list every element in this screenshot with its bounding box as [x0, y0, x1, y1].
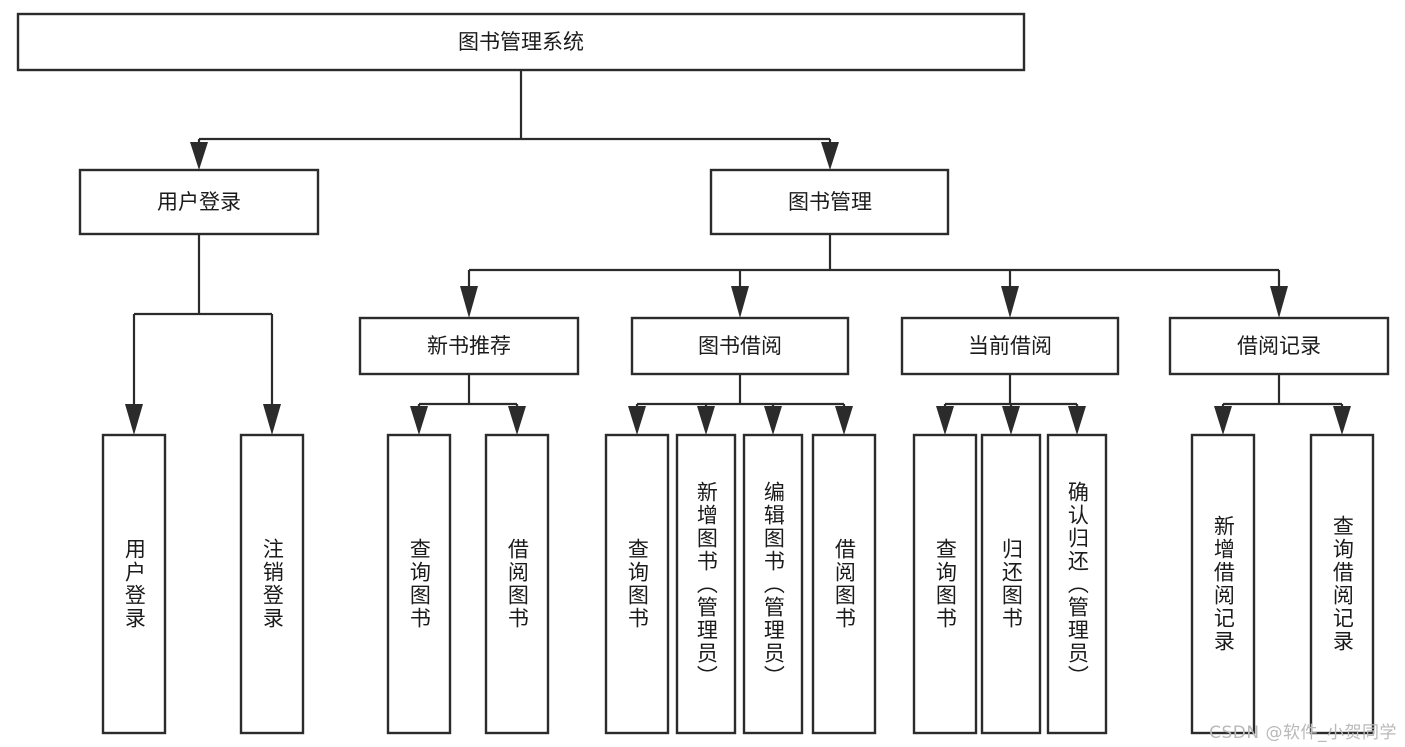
arrow-head-leaf-query-book-current [936, 406, 954, 435]
connector-group-book-management [460, 234, 1288, 318]
arrow-head-book-borrow [731, 286, 749, 318]
node-box-leaf-query-book-borrow[interactable] [604, 433, 670, 735]
node-box-leaf-add-book-admin[interactable] [675, 433, 737, 735]
node-label-new-book-recommend: 新书推荐 [427, 334, 511, 358]
arrow-head-leaf-borrow-book-recommend [508, 406, 526, 435]
node-label-book-management: 图书管理 [788, 190, 872, 214]
connector-group-user-login [125, 234, 281, 435]
node-box-leaf-borrow-book[interactable] [811, 433, 877, 735]
node-box-book-borrow[interactable] [630, 316, 850, 376]
node-label-current-borrow: 当前借阅 [968, 334, 1052, 358]
node-box-leaf-query-borrow-record[interactable] [1309, 433, 1375, 735]
arrow-head-borrow-records [1270, 286, 1288, 318]
node-box-book-management[interactable] [709, 168, 950, 236]
node-label-book-borrow: 图书借阅 [698, 334, 782, 358]
node-box-leaf-user-login[interactable] [101, 433, 167, 735]
node-box-leaf-return-book[interactable] [980, 433, 1042, 735]
node-box-current-borrow[interactable] [900, 316, 1120, 376]
node-label-root: 图书管理系统 [458, 30, 584, 54]
arrow-head-leaf-confirm-return-admin [1068, 406, 1086, 435]
node-box-leaf-borrow-book-recommend[interactable] [484, 433, 550, 735]
node-label-borrow-records: 借阅记录 [1237, 334, 1321, 358]
arrow-head-leaf-edit-book-admin [764, 406, 782, 435]
node-box-leaf-edit-book-admin[interactable] [742, 433, 804, 735]
node-box-user-login[interactable] [78, 168, 320, 236]
arrow-head-leaf-return-book [1002, 406, 1020, 435]
csdn-watermark: CSDN @软件_小贺同学 [1209, 723, 1397, 743]
node-box-new-book-recommend[interactable] [358, 316, 580, 376]
arrow-head-leaf-query-borrow-record [1333, 406, 1351, 435]
connector-group-borrow-records [1214, 374, 1351, 435]
node-box-borrow-records[interactable] [1168, 316, 1390, 376]
arrow-head-book-management [821, 142, 839, 170]
node-box-leaf-add-borrow-record[interactable] [1190, 433, 1256, 735]
node-box-leaf-query-book-current[interactable] [912, 433, 978, 735]
arrow-head-leaf-query-book-recommend [410, 406, 428, 435]
node-box-leaf-confirm-return-admin[interactable] [1046, 433, 1108, 735]
arrow-head-new-book-recommend [460, 286, 478, 318]
connector-group-new-book-recommend [410, 374, 526, 435]
node-box-root[interactable] [16, 12, 1026, 72]
arrow-head-leaf-logout-login [263, 404, 281, 435]
connector-group-current-borrow [936, 374, 1086, 435]
arrow-head-current-borrow [1001, 286, 1019, 318]
arrow-head-leaf-add-book-admin [697, 406, 715, 435]
connector-group-book-borrow [628, 374, 853, 435]
arrow-head-leaf-query-book-borrow [628, 406, 646, 435]
arrow-head-leaf-borrow-book [835, 406, 853, 435]
connector-group-root [190, 70, 839, 170]
node-box-leaf-query-book-recommend[interactable] [386, 433, 452, 735]
arrow-head-user-login [190, 142, 208, 170]
node-box-leaf-logout-login[interactable] [239, 433, 305, 735]
node-label-user-login: 用户登录 [157, 190, 241, 214]
arrow-head-leaf-add-borrow-record [1214, 406, 1232, 435]
arrow-head-leaf-user-login [125, 404, 143, 435]
